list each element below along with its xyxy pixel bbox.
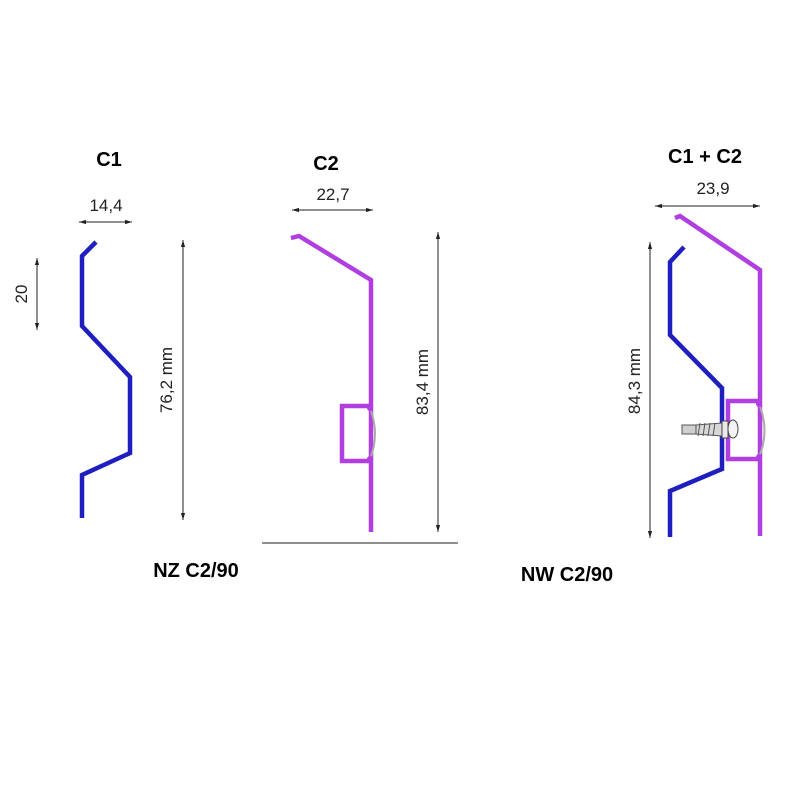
c1-height-label: 76,2 mm <box>157 347 176 413</box>
combo-c1-profile-shape <box>667 245 725 537</box>
c1-width-label: 14,4 <box>89 196 122 215</box>
c1-profile-shape <box>79 240 133 518</box>
c2-profile-shape <box>290 233 376 532</box>
combo-width-label: 23,9 <box>696 179 729 198</box>
combo-c2-profile-shape <box>674 213 766 536</box>
c2-width-label: 22,7 <box>316 185 349 204</box>
left-caption: NZ C2/90 <box>153 560 239 582</box>
combo-height-label: 84,3 mm <box>625 348 644 414</box>
c1-title: C1 <box>96 149 122 171</box>
screw-icon <box>681 419 739 439</box>
c2-title: C2 <box>313 153 339 175</box>
c2-height-label: 83,4 mm <box>413 349 432 415</box>
right-caption: NW C2/90 <box>521 564 613 586</box>
combo-title: C1 + C2 <box>668 146 742 168</box>
c1-step-label: 20 <box>12 285 31 304</box>
